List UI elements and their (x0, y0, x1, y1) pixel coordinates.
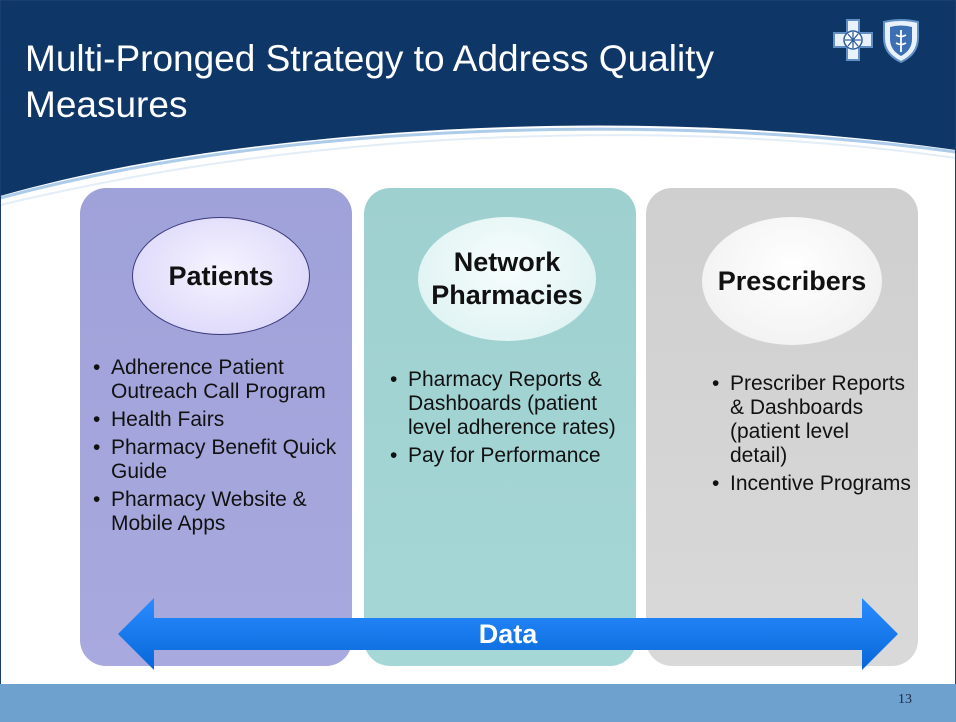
network-pharmacies-bullet-list: Pharmacy Reports & Dashboards (patient l… (390, 368, 620, 472)
header-background (0, 0, 956, 206)
list-item: Pharmacy Website & Mobile Apps (93, 488, 353, 536)
patients-heading-bubble: Patients (132, 217, 310, 335)
page-number: 13 (898, 692, 912, 707)
slide-title: Multi-Pronged Strategy to Address Qualit… (25, 38, 714, 125)
list-item: Health Fairs (93, 408, 353, 432)
shield-logo-icon (883, 19, 919, 64)
data-arrow-label: Data (478, 619, 538, 649)
patients-bullet-list: Adherence Patient Outreach Call Program … (93, 356, 353, 540)
list-item: Incentive Programs (712, 472, 912, 496)
header-highlight-curve (0, 127, 956, 200)
cross-logo-icon (833, 19, 873, 61)
prescribers-heading: Prescribers (717, 265, 867, 296)
network-pharmacies-heading-line-2: Pharmacies (431, 280, 583, 310)
header-navy-band (0, 0, 956, 196)
prescribers-bullet-list: Prescriber Reports & Dashboards (patient… (712, 372, 912, 500)
list-item: Pharmacy Benefit Quick Guide (93, 436, 353, 484)
list-item: Pay for Performance (390, 444, 620, 468)
patients-heading: Patients (168, 260, 274, 291)
prescribers-heading-bubble: Prescribers (702, 217, 882, 345)
data-double-arrow (118, 598, 898, 670)
network-pharmacies-heading-bubble: Network Pharmacies (418, 217, 596, 341)
list-item: Adherence Patient Outreach Call Program (93, 356, 353, 404)
list-item: Prescriber Reports & Dashboards (patient… (712, 372, 912, 468)
footer-bar: 13 (0, 684, 956, 722)
list-item: Pharmacy Reports & Dashboards (patient l… (390, 368, 620, 440)
network-pharmacies-heading-line-1: Network (453, 247, 561, 277)
data-arrow-shape (118, 598, 898, 670)
header-light-curve (0, 134, 956, 206)
